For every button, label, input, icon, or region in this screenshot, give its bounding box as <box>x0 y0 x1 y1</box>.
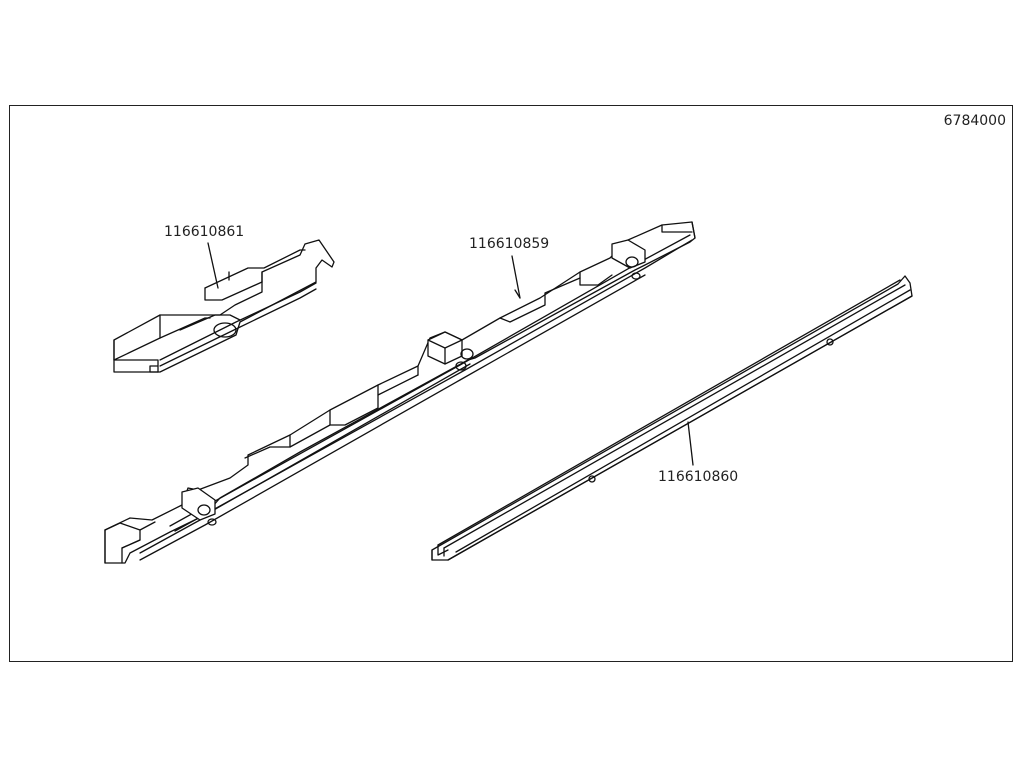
part-label-116610861: 116610861 <box>164 224 245 240</box>
leader-116610860 <box>687 421 694 466</box>
leader-116610859 <box>511 255 521 299</box>
leader-116610861 <box>207 242 219 289</box>
part-116610860-illustration <box>431 275 913 561</box>
part-116610861-illustration <box>113 239 335 373</box>
drawing-frame <box>9 105 1013 662</box>
part-116610859-illustration <box>104 221 696 564</box>
drawing-number: 6784000 <box>943 113 1006 129</box>
part-label-116610860: 116610860 <box>658 469 739 485</box>
part-label-116610859: 116610859 <box>469 236 550 252</box>
